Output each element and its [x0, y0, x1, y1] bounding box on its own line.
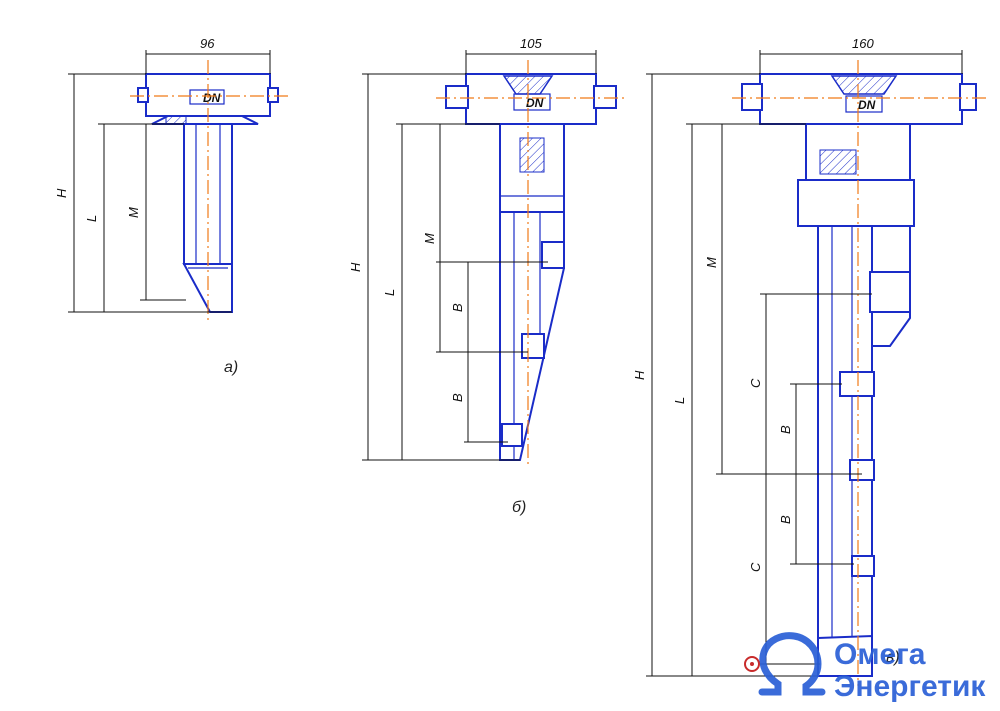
logo-line-1: Омега: [834, 638, 926, 671]
figure-c-dim-m: M: [704, 257, 719, 268]
figure-a-port-label: DN: [203, 91, 221, 105]
figure-b-port-box: [513, 93, 551, 111]
figure-a-left-nut: [137, 87, 149, 103]
figure-b-left-nut: [445, 85, 469, 109]
figure-b-dim-b1: B: [450, 303, 465, 312]
figure-c-head-hatch: [830, 75, 898, 95]
figure-c-dim-h: H: [632, 370, 647, 380]
logo: Омега Энергетик: [744, 632, 986, 703]
figure-c: DN 160 H L M C: [632, 36, 988, 686]
figure-b-port-3: [501, 423, 523, 447]
figure-a-caption: а): [224, 359, 238, 376]
figure-c-dim-c1: C: [748, 378, 763, 388]
figure-b-port-2: [521, 333, 545, 359]
figure-c-housing-hatch: [819, 149, 857, 175]
figure-c-clamp: [797, 179, 915, 227]
figure-a-dim-l: L: [84, 215, 99, 222]
figure-c-port-2: [839, 371, 875, 397]
flower-symbol-icon: [744, 656, 760, 672]
figure-b-top-dim: 105: [520, 36, 542, 51]
figure-b: DN 105 H L M B B: [348, 36, 626, 516]
figure-b-right-nut: [593, 85, 617, 109]
figure-a-right-nut: [267, 87, 279, 103]
flower-center-icon: [750, 662, 754, 666]
figure-a-dim-h: H: [54, 188, 69, 198]
figure-c-dim-l: L: [672, 397, 687, 404]
figure-c-right-nut: [959, 83, 977, 111]
figure-b-body-hatch: [519, 137, 545, 173]
figure-a-dim-m: M: [126, 207, 141, 218]
figure-a: DN 96 H L M а): [54, 36, 290, 376]
figure-b-dim-h: H: [348, 262, 363, 272]
figure-b-port-label: DN: [526, 96, 544, 110]
figure-b-dim-l: L: [382, 289, 397, 296]
figure-c-port-1: [869, 271, 911, 313]
figure-c-port-3: [849, 459, 875, 481]
figure-c-dim-c2: C: [748, 562, 763, 572]
figure-a-top-dim: 96: [200, 36, 215, 51]
figure-a-flange-hatch: [165, 115, 187, 125]
figure-b-caption: б): [512, 499, 526, 516]
figure-c-left-nut: [741, 83, 763, 111]
figure-c-port-label: DN: [858, 98, 876, 112]
figure-c-tube: [817, 225, 873, 677]
figure-c-dim-b1: B: [778, 425, 793, 434]
figure-c-top-dim: 160: [852, 36, 874, 51]
figure-c-port-4: [851, 555, 875, 577]
figure-b-port-1: [541, 241, 565, 269]
figure-b-dim-b2: B: [450, 393, 465, 402]
figure-b-dim-m: M: [422, 233, 437, 244]
omega-symbol-icon: [758, 632, 826, 696]
figure-c-caption: в): [886, 649, 900, 666]
logo-line-2: Энергетик: [834, 670, 986, 703]
figure-c-port-box: [845, 95, 883, 113]
figure-c-dim-b2: B: [778, 515, 793, 524]
figure-a-port-box: [189, 89, 225, 105]
